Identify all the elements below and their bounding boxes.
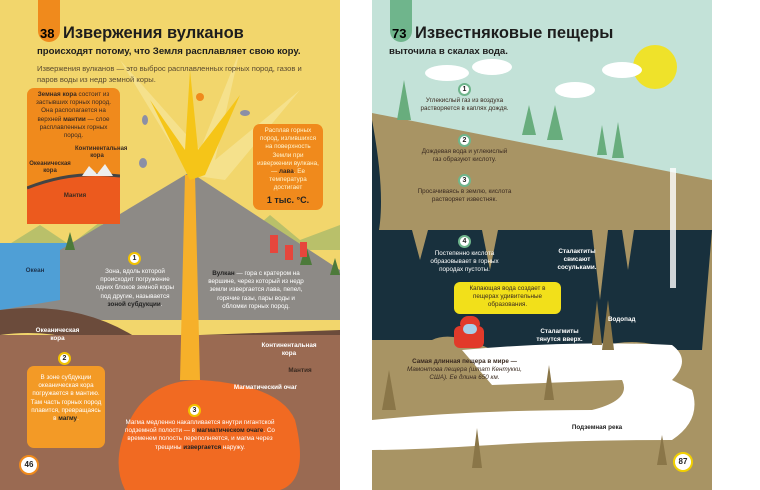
step-2-text: Дождевая вода и углекислый газ образуют … [421,148,508,164]
oceanic-crust-label-small: Океаническая кора [29,161,71,174]
underground-river-label: Подземная река [571,424,623,431]
lava-text: Расплав горных пород, излившихся на пове… [257,127,319,176]
longest-cave-fact: Самая длинная пещера в мире — Мамонтова … [407,358,522,382]
stalactites-label: Сталактиты свисают сосульками. [557,248,597,272]
volcano-definition: Вулкан — гора с кратером на вершине, чер… [208,270,304,310]
oceanic-crust-label: Океаническая кора [35,327,80,343]
lava-bold: лава [279,168,294,176]
step-2-box: В зоне субдукции океаническая кора погру… [27,366,105,448]
step-2-marker: 2 [458,134,471,147]
chapter-tab [38,0,60,42]
ocean-label: Океан [25,267,45,274]
crust-bold: Земная кора [37,91,77,98]
step-2-marker: 2 [58,352,71,365]
crust-text: состоит из застывших горных пород. Она р… [35,91,112,123]
page-title: Извержения вулканов [63,24,244,42]
page-number: 46 [19,455,39,475]
intro-text: Извержения вулканов — это выброс расплав… [37,64,302,84]
volcano-illustration [0,50,340,490]
lava-temperature: 1 тыс. °С. [266,195,310,205]
page-number: 87 [673,452,693,472]
step-3-text: Просачиваясь в землю, кислота растворяет… [417,188,512,204]
mole-character [450,316,490,352]
continental-crust-label-small: Континентальная кора [75,146,128,159]
speech-bubble-text: Капающая вода создает в пещерах удивител… [469,285,546,309]
cave-illustration [372,45,712,490]
waterfall-label: Водопад [608,316,636,323]
step-1-marker: 1 [128,252,141,265]
step-1-text: Зона, вдоль которой происходит погружени… [95,268,175,308]
page-title: Известняковые пещеры [415,24,614,42]
crust-text-2: — слое расплавленных горных пород. [39,115,110,140]
crust-info-box: Земная кора состоит из застывших горных … [27,88,128,224]
mantle-label: Мантия [288,367,312,374]
step-3-text: Магма медленно накапливается внутри гига… [125,419,275,451]
continental-crust-label: Континентальная кора [261,342,317,358]
chapter-tab [390,0,412,42]
step-1-text: Углекислый газ из воздуха растворяется в… [420,97,509,113]
step-1-marker: 1 [458,83,471,96]
fact-number: 73 [392,26,407,41]
mantle-label-small: Мантия [63,193,87,199]
stalagmites-label: Сталагмиты тянутся вверх. [536,328,583,344]
step-3-marker: 3 [188,404,201,417]
magma-chamber-label: Магматический очаг [233,384,298,391]
step-4-text: Постепенно кислота образовывает в горных… [430,250,499,274]
mantle-bold: мантии [63,115,86,123]
speech-bubble: Капающая вода создает в пещерах удивител… [454,282,561,314]
page-subtitle: выточила в скалах вода. [389,46,508,57]
lava-text-2: . Ее температура достигает [269,168,307,192]
page-subtitle: происходят потому, что Земля расплавляет… [37,46,301,57]
step-3-marker: 3 [458,174,471,187]
right-page-caves: 73 Известняковые пещеры выточила в скала… [372,0,712,490]
left-page-volcanoes: 38 Извержения вулканов происходят потому… [0,0,340,490]
step-4-marker: 4 [458,235,471,248]
lava-info-box: Расплав горных пород, излившихся на пове… [253,124,323,210]
fact-number: 38 [40,26,55,41]
